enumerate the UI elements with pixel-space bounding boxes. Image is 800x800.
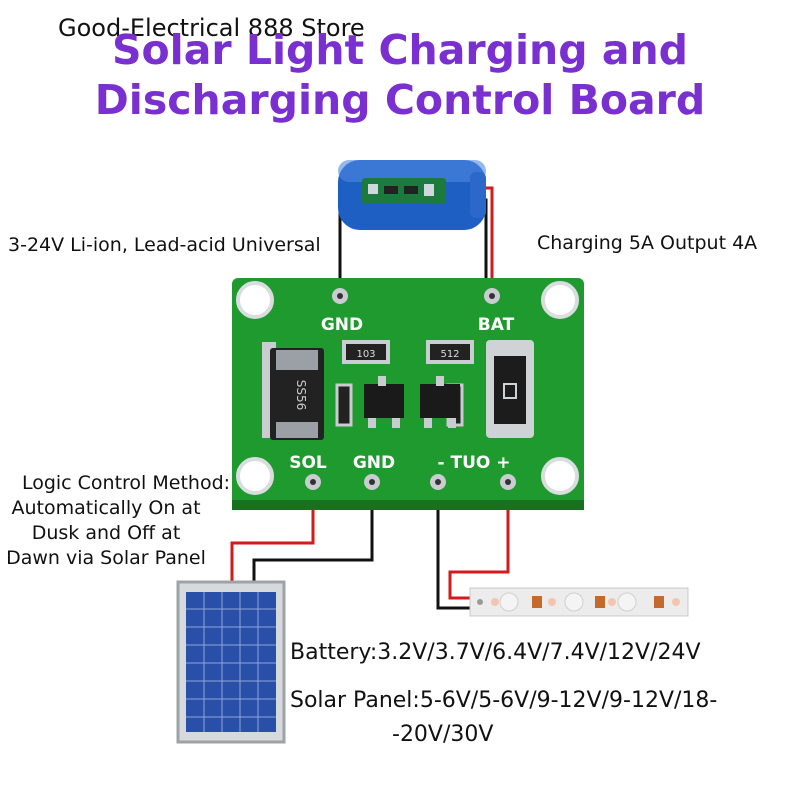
solar-spec-values-1: 5-6V/5-6V/9-12V/9-12V/18- [419, 688, 718, 713]
logic-method-line-1: Logic Control Method: [21, 472, 231, 494]
solar-spec-values-2: -20V/30V [392, 722, 494, 747]
page-title-line-1: Solar Light Charging and [111, 26, 689, 74]
battery-spec-label: Battery: [290, 640, 378, 665]
current-rating-label: Charging 5A Output 4A [537, 232, 758, 254]
battery-type-label: 3-24V Li-ion, Lead-acid Universal [8, 234, 321, 256]
store-name: Good-Electrical 888 Store [58, 14, 365, 42]
solar-spec-label: Solar Panel: [290, 688, 420, 713]
logic-method-line-4: Dawn via Solar Panel [6, 547, 206, 569]
led-strip [469, 587, 689, 617]
pin-label-bat: BAT [478, 315, 515, 335]
logic-method-line-2: Automatically On at [11, 497, 201, 519]
battery-voltage-spec: Battery:3.2V/3.7V/6.4V/7.4V/12V/24V [290, 640, 701, 665]
led-positive-wire [448, 505, 510, 600]
page-title-line-2: Discharging Control Board [94, 76, 706, 124]
pcb-board [232, 278, 584, 510]
battery-cell [338, 160, 486, 230]
diode-marking: SS56 [294, 380, 308, 411]
pin-label-out: - TUO + [438, 453, 511, 473]
resistor-marking-1: 103 [356, 349, 375, 360]
resistor-marking-2: 512 [440, 349, 459, 360]
solar-negative-wire [252, 505, 374, 585]
battery-spec-values: 3.2V/3.7V/6.4V/7.4V/12V/24V [377, 640, 701, 665]
led-negative-wire [436, 505, 470, 610]
pin-label-sol: SOL [289, 453, 327, 473]
solar-voltage-spec: Solar Panel:5-6V/5-6V/9-12V/9-12V/18- [290, 688, 717, 713]
pin-label-gnd-bottom: GND [353, 453, 395, 473]
solar-positive-wire [230, 505, 315, 585]
logic-method-line-3: Dusk and Off at [31, 522, 181, 544]
solar-panel [176, 580, 286, 744]
pin-label-gnd-top: GND [321, 315, 363, 335]
